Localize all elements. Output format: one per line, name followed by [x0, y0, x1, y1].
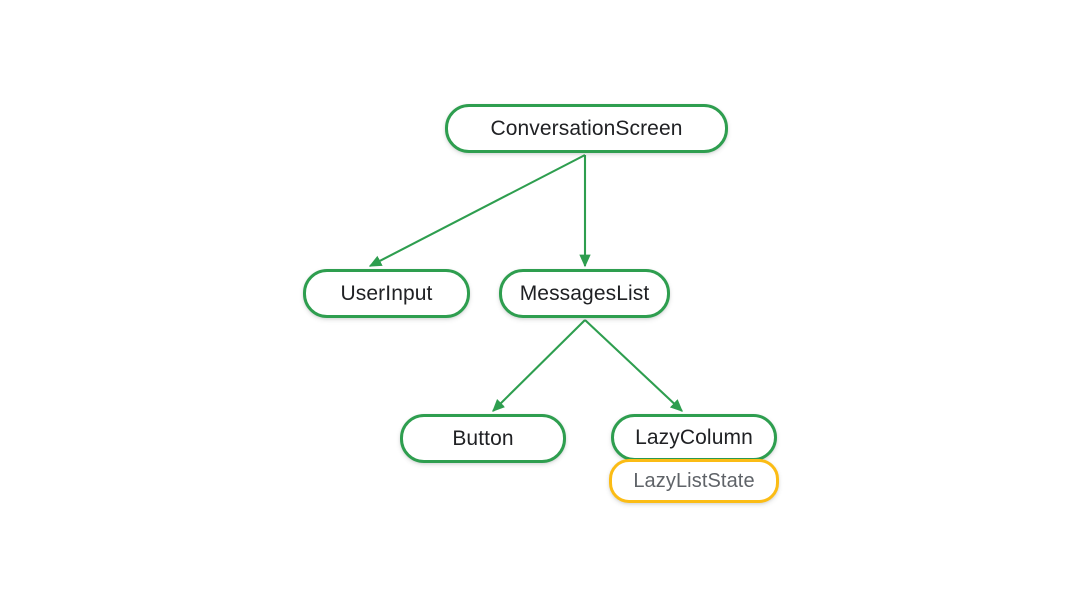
node-conversationscreen[interactable]: ConversationScreen [445, 104, 728, 153]
node-messageslist[interactable]: MessagesList [499, 269, 670, 318]
node-label: UserInput [340, 282, 433, 305]
node-label: Button [452, 427, 514, 450]
node-label: LazyColumn [635, 426, 753, 449]
node-userinput[interactable]: UserInput [303, 269, 470, 318]
node-label: ConversationScreen [490, 117, 683, 140]
node-button[interactable]: Button [400, 414, 566, 463]
node-label: MessagesList [519, 282, 650, 305]
node-lazycolumn[interactable]: LazyColumn [611, 414, 777, 461]
edge-messageslist-to-lazycolumn [584, 319, 683, 412]
edge-conversationscreen-to-userinput [368, 154, 586, 267]
node-lazyliststate[interactable]: LazyListState [609, 459, 779, 503]
edge-messageslist-to-button [492, 319, 586, 412]
node-label: LazyListState [633, 470, 755, 492]
